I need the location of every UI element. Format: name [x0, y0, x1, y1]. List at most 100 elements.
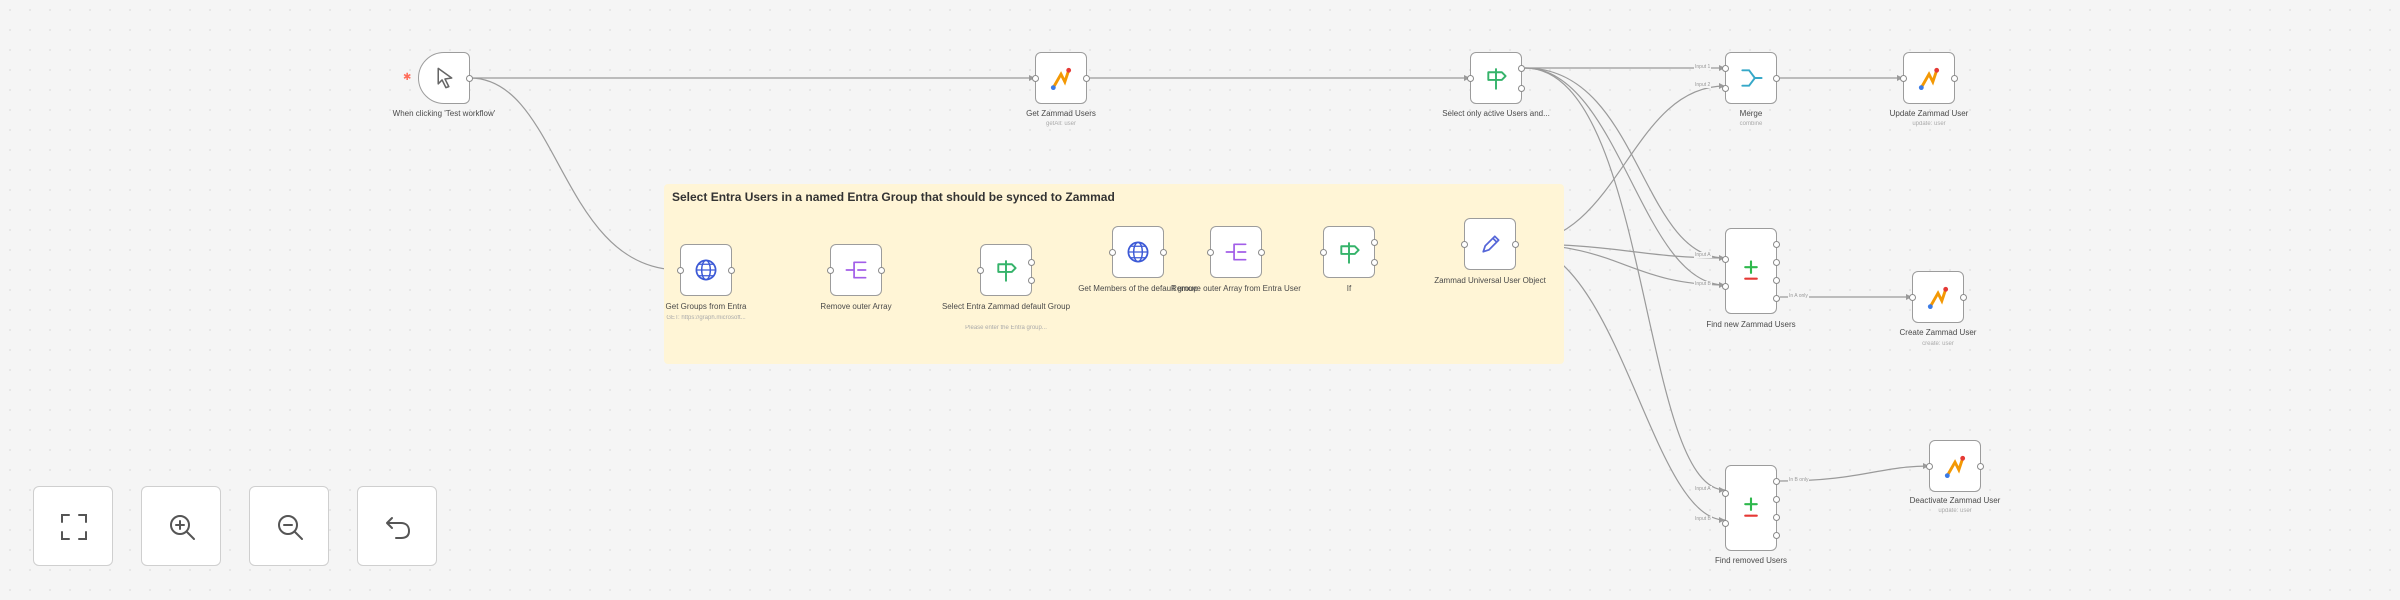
node-sublabel: Please enter the Entra group...	[965, 325, 1047, 331]
zammad-icon	[1050, 67, 1072, 91]
output-port-different[interactable]	[1773, 514, 1780, 521]
node-label: Get Zammad Users	[1026, 109, 1096, 118]
zoom-in-button[interactable]	[141, 486, 221, 566]
output-port-b-only[interactable]	[1773, 532, 1780, 539]
output-port-different[interactable]	[1773, 277, 1780, 284]
node-label: Remove outer Array	[820, 302, 892, 311]
output-port[interactable]	[1773, 75, 1780, 82]
input-port[interactable]	[1461, 241, 1468, 248]
input-port[interactable]	[1467, 75, 1474, 82]
input-port[interactable]	[1926, 463, 1933, 470]
edge-label-findnew-input-b: Input B	[1694, 281, 1712, 287]
zammad-icon	[1918, 67, 1940, 91]
output-port[interactable]	[728, 267, 735, 274]
node-label: Deactivate Zammad User	[1909, 496, 2001, 505]
node-label: If	[1346, 284, 1352, 293]
undo-button[interactable]	[357, 486, 437, 566]
output-port[interactable]	[1258, 249, 1265, 256]
output-port-false[interactable]	[1028, 277, 1035, 284]
output-port-same[interactable]	[1773, 496, 1780, 503]
node-remove-outer-array[interactable]	[827, 244, 885, 296]
node-manual-trigger[interactable]	[418, 52, 473, 104]
input-port-b[interactable]	[1722, 283, 1729, 290]
node-label: Zammad Universal User Object	[1434, 276, 1546, 285]
node-find-new-zammad-users[interactable]	[1722, 228, 1780, 314]
edge-label-findremoved-output: In B only	[1788, 477, 1810, 483]
globe-icon	[1127, 241, 1149, 263]
output-port-false[interactable]	[1518, 85, 1525, 92]
output-port[interactable]	[1977, 463, 1984, 470]
output-port-b-only[interactable]	[1773, 295, 1780, 302]
input-port-2[interactable]	[1722, 85, 1729, 92]
node-remove-outer-array-entra-user[interactable]	[1207, 226, 1265, 278]
node-label: Update Zammad User	[1889, 109, 1969, 118]
input-port[interactable]	[1207, 249, 1214, 256]
node-create-zammad-user[interactable]	[1909, 271, 1967, 323]
signpost-icon	[997, 260, 1017, 282]
input-port[interactable]	[677, 267, 684, 274]
node-sublabel: create: user	[1922, 341, 1954, 347]
zammad-icon	[1944, 455, 1966, 479]
node-sublabel: update: user	[1938, 508, 1972, 514]
output-port[interactable]	[1160, 249, 1167, 256]
output-port-a-only[interactable]	[1773, 241, 1780, 248]
node-sublabel: combine	[1739, 121, 1763, 127]
edge-label-merge-input-2: Input 2	[1694, 82, 1712, 88]
node-select-active-users[interactable]	[1467, 52, 1525, 104]
node-zammad-universal-user-object[interactable]	[1461, 218, 1519, 270]
output-port[interactable]	[466, 75, 473, 82]
node-sublabel: getAll: user	[1045, 121, 1076, 127]
node-label: Get Members of the default group	[1078, 284, 1198, 293]
signpost-icon	[1487, 68, 1507, 90]
node-get-group-members[interactable]	[1109, 226, 1167, 278]
node-label: Get Groups from Entra	[665, 302, 747, 311]
input-port-a[interactable]	[1722, 490, 1729, 497]
input-port[interactable]	[827, 267, 834, 274]
fit-view-button[interactable]	[33, 486, 113, 566]
output-port-true[interactable]	[1371, 239, 1378, 246]
output-port-a-only[interactable]	[1773, 478, 1780, 485]
node-if[interactable]	[1320, 226, 1378, 278]
node-sublabel: update: user	[1912, 121, 1946, 127]
node-select-entra-zammad-group[interactable]	[977, 244, 1035, 296]
input-port-b[interactable]	[1722, 520, 1729, 527]
node-deactivate-zammad-user[interactable]	[1926, 440, 1984, 492]
input-port[interactable]	[1109, 249, 1116, 256]
edge-label-findremoved-input-a: Input A	[1694, 486, 1712, 492]
undo-icon	[386, 517, 410, 539]
split-out-icon	[845, 261, 867, 279]
output-port[interactable]	[878, 267, 885, 274]
compare-datasets-icon	[1744, 260, 1758, 280]
output-port[interactable]	[1083, 75, 1090, 82]
node-find-removed-users[interactable]	[1722, 465, 1780, 551]
node-merge[interactable]	[1722, 52, 1780, 104]
node-update-zammad-user[interactable]	[1900, 52, 1958, 104]
trigger-bolt-icon: ✱	[403, 72, 412, 83]
input-port[interactable]	[977, 267, 984, 274]
output-port-false[interactable]	[1371, 259, 1378, 266]
output-port-true[interactable]	[1518, 65, 1525, 72]
edge-label-merge-input-1: Input 1	[1694, 64, 1712, 70]
input-port-1[interactable]	[1722, 65, 1729, 72]
input-port[interactable]	[1032, 75, 1039, 82]
node-get-zammad-users[interactable]	[1032, 52, 1090, 104]
input-port-a[interactable]	[1722, 256, 1729, 263]
sticky-note-title: Select Entra Users in a named Entra Grou…	[672, 190, 1115, 204]
output-port-true[interactable]	[1028, 259, 1035, 266]
zoom-out-button[interactable]	[249, 486, 329, 566]
output-port-same[interactable]	[1773, 259, 1780, 266]
edge-label-findnew-output: In A only	[1788, 293, 1809, 299]
input-port[interactable]	[1320, 249, 1327, 256]
node-label: Create Zammad User	[1899, 328, 1977, 337]
split-out-icon	[1225, 243, 1247, 261]
pointer-icon	[437, 67, 453, 89]
input-port[interactable]	[1900, 75, 1907, 82]
output-port[interactable]	[1951, 75, 1958, 82]
input-port[interactable]	[1909, 294, 1916, 301]
node-sublabel: GET: https://graph.microsoft...	[666, 315, 746, 321]
output-port[interactable]	[1512, 241, 1519, 248]
zoom-out-icon	[278, 515, 303, 540]
node-label: When clicking 'Test workflow'	[392, 109, 496, 118]
node-get-groups-from-entra[interactable]	[677, 244, 735, 296]
output-port[interactable]	[1960, 294, 1967, 301]
